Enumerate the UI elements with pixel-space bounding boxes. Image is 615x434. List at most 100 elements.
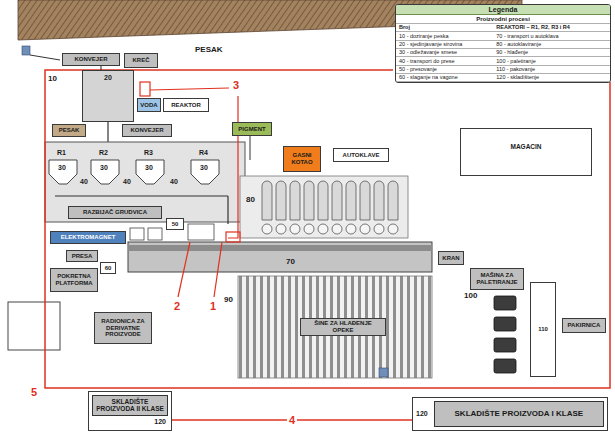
callout-number: 2 xyxy=(174,300,180,312)
autoclave-door xyxy=(304,224,314,234)
autoclave-cylinder xyxy=(332,181,342,220)
conveyor-belt xyxy=(30,55,60,60)
autoclave-row xyxy=(262,181,398,234)
box-label: PAKIRNICA xyxy=(568,322,601,329)
process-number: R2 xyxy=(99,149,108,157)
pallet-stations xyxy=(494,296,516,373)
autoclave-door xyxy=(332,224,342,234)
autoclave-door xyxy=(346,224,356,234)
legend-text: REAKTORI – R1, R2, R3 i R4 xyxy=(493,24,610,32)
reactor-hopper xyxy=(91,160,119,184)
process-number: 40 xyxy=(170,178,178,186)
process-box: KREČ xyxy=(124,53,158,68)
box-label: 50 xyxy=(172,221,179,228)
transport-belt xyxy=(55,195,228,196)
callout-frame xyxy=(226,232,240,242)
autoclave-door xyxy=(360,224,370,234)
process-box: 110 xyxy=(530,282,556,377)
press-machine xyxy=(130,228,144,240)
feed-line xyxy=(107,122,108,142)
leader-line xyxy=(150,88,229,90)
box-label: 120 xyxy=(92,416,168,426)
legend-text: Proizvodni procesi xyxy=(396,15,610,24)
process-box: VODA xyxy=(137,98,161,112)
legend-text: Broj xyxy=(396,24,493,32)
process-number: 30 xyxy=(100,164,108,172)
conveyor-icon xyxy=(379,368,388,377)
process-number: 30 xyxy=(200,164,208,172)
process-box: ELEKTROMAGNET xyxy=(50,231,126,244)
process-box: REAKTOR xyxy=(163,98,209,112)
transport-belt xyxy=(227,196,228,224)
reactor-hopper xyxy=(136,160,164,184)
box-label: KRAN xyxy=(442,255,459,262)
box-label: PIGMENT xyxy=(238,126,265,133)
box-label: ELEKTROMAGNET xyxy=(61,234,116,241)
process-box: 50 xyxy=(166,218,184,230)
pallet-station xyxy=(494,317,516,331)
transport-track xyxy=(128,242,432,272)
process-number: R4 xyxy=(199,149,208,157)
pigment-line xyxy=(250,136,251,160)
autoclave-cylinder xyxy=(318,181,328,220)
box-label: SKLADIŠTE PROIZVODA I KLASE xyxy=(434,401,604,427)
autoclave-door xyxy=(290,224,300,234)
box-label: KONVEJER xyxy=(130,127,163,134)
legend-text: 60 - slaganje na vagone xyxy=(396,74,493,82)
autoclave-cylinder xyxy=(290,181,300,220)
legend-text: 50 - presovanje xyxy=(396,66,493,74)
leader-line xyxy=(178,242,190,297)
autoclave-door xyxy=(374,224,384,234)
pallet-station xyxy=(494,296,516,310)
box-label: 20 xyxy=(104,74,112,82)
autoclave-door xyxy=(262,224,272,234)
box-label: PRESA xyxy=(72,253,93,260)
process-number: R1 xyxy=(57,149,66,157)
legend-text: 30 - odležavanje smese xyxy=(396,49,493,57)
legend-text: 10 - doziranje peska xyxy=(396,32,493,40)
cooling-rails xyxy=(238,276,432,378)
box-label: RAZBIJAČ GRUDVICA xyxy=(83,209,147,216)
legend-text: 20 - sjedinjavanje sirovina xyxy=(396,41,493,49)
process-box: SKLADIŠTE PROIZVODA II KLASE120 xyxy=(88,391,172,431)
autoclave-cylinder xyxy=(388,181,398,220)
legend-box: LegendaProizvodni procesiBrojREAKTORI – … xyxy=(395,4,611,83)
process-box: MAŠINA ZA PALETIRANJE xyxy=(470,268,524,290)
process-number: 80 xyxy=(246,196,255,205)
leader-line xyxy=(228,96,238,238)
autoclave-cylinder xyxy=(346,181,356,220)
box-label: MAŠINA ZA PALETIRANJE xyxy=(473,272,521,286)
box-label: KONVEJER xyxy=(74,56,107,63)
box-label: MAGACIN xyxy=(510,143,541,150)
process-number: 30 xyxy=(145,164,153,172)
process-number: 90 xyxy=(224,296,233,305)
process-number: R3 xyxy=(144,149,153,157)
box-label: PESAK xyxy=(59,127,80,134)
process-box: 20 xyxy=(82,70,134,122)
legend-text: 90 - hlađenje xyxy=(493,49,610,57)
leader-line xyxy=(214,242,222,297)
reactor-zone xyxy=(45,142,245,222)
track-rail xyxy=(128,245,432,251)
box-label: REAKTOR xyxy=(171,102,201,109)
process-box: KONVEJER xyxy=(62,53,120,66)
box-label: 120 xyxy=(416,410,428,418)
legend-text: 80 - autoklaviranje xyxy=(493,41,610,49)
callout-number: 4 xyxy=(287,414,297,426)
callout-number: 3 xyxy=(233,79,239,91)
process-box: MAGACIN xyxy=(460,128,592,176)
conveyor-icon xyxy=(22,46,30,55)
autoclave-door xyxy=(388,224,398,234)
process-number: 70 xyxy=(286,258,295,267)
box-label: AUTOKLAVE xyxy=(343,152,380,159)
legend-text: Legenda xyxy=(396,5,610,15)
autoclave-zone xyxy=(240,176,408,238)
autoclave-cylinder xyxy=(374,181,384,220)
pallet-station xyxy=(494,359,516,373)
legend-text: 100 - paletiranje xyxy=(493,57,610,65)
legend-text: 110 - pakovanje xyxy=(493,66,610,74)
process-box: KRAN xyxy=(438,251,464,265)
autoclave-door xyxy=(276,224,286,234)
process-number: 10 xyxy=(48,75,57,84)
